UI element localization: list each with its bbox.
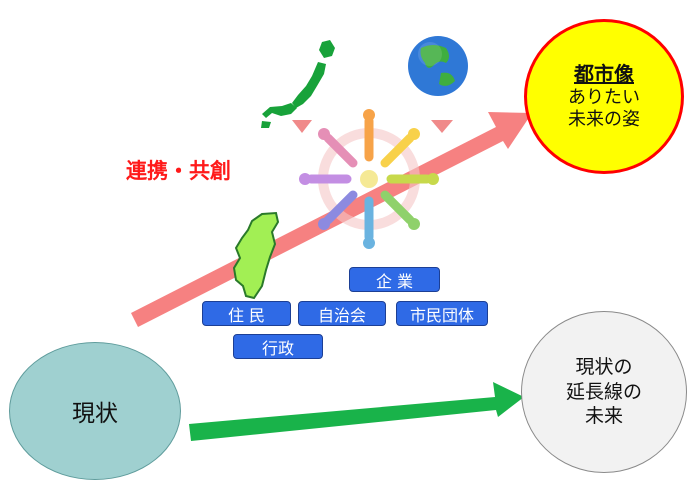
tag-neighborhood-association: 自治会 xyxy=(298,301,386,326)
globe-icon xyxy=(408,36,468,96)
extension-future-circle: 現状の 延長線の 未来 xyxy=(521,311,687,473)
japan-map-icon xyxy=(261,40,335,128)
extension-line2: 延長線の xyxy=(565,380,642,403)
goal-circle: 都市像 ありたい 未来の姿 xyxy=(524,19,684,174)
collaboration-label: 連携・共創 xyxy=(126,159,231,183)
tag-company: 企 業 xyxy=(349,267,440,292)
people-ring-icon xyxy=(299,109,439,249)
prefecture-map-icon xyxy=(232,211,280,300)
tag-civic-groups: 市民団体 xyxy=(396,301,488,326)
tag-residents: 住 民 xyxy=(202,301,291,326)
goal-title: 都市像 xyxy=(574,61,634,86)
status-quo-arrow xyxy=(189,382,524,441)
left-pointer-triangle xyxy=(292,120,312,133)
right-pointer-triangle xyxy=(431,120,453,133)
extension-line3: 未来 xyxy=(584,405,623,428)
goal-line2: 未来の姿 xyxy=(568,109,640,130)
tag-government: 行政 xyxy=(233,334,323,359)
extension-line1: 現状の xyxy=(575,355,633,378)
goal-line1: ありたい xyxy=(568,86,640,108)
current-state-circle: 現状 xyxy=(9,342,181,480)
current-state-label: 現状 xyxy=(72,401,118,427)
